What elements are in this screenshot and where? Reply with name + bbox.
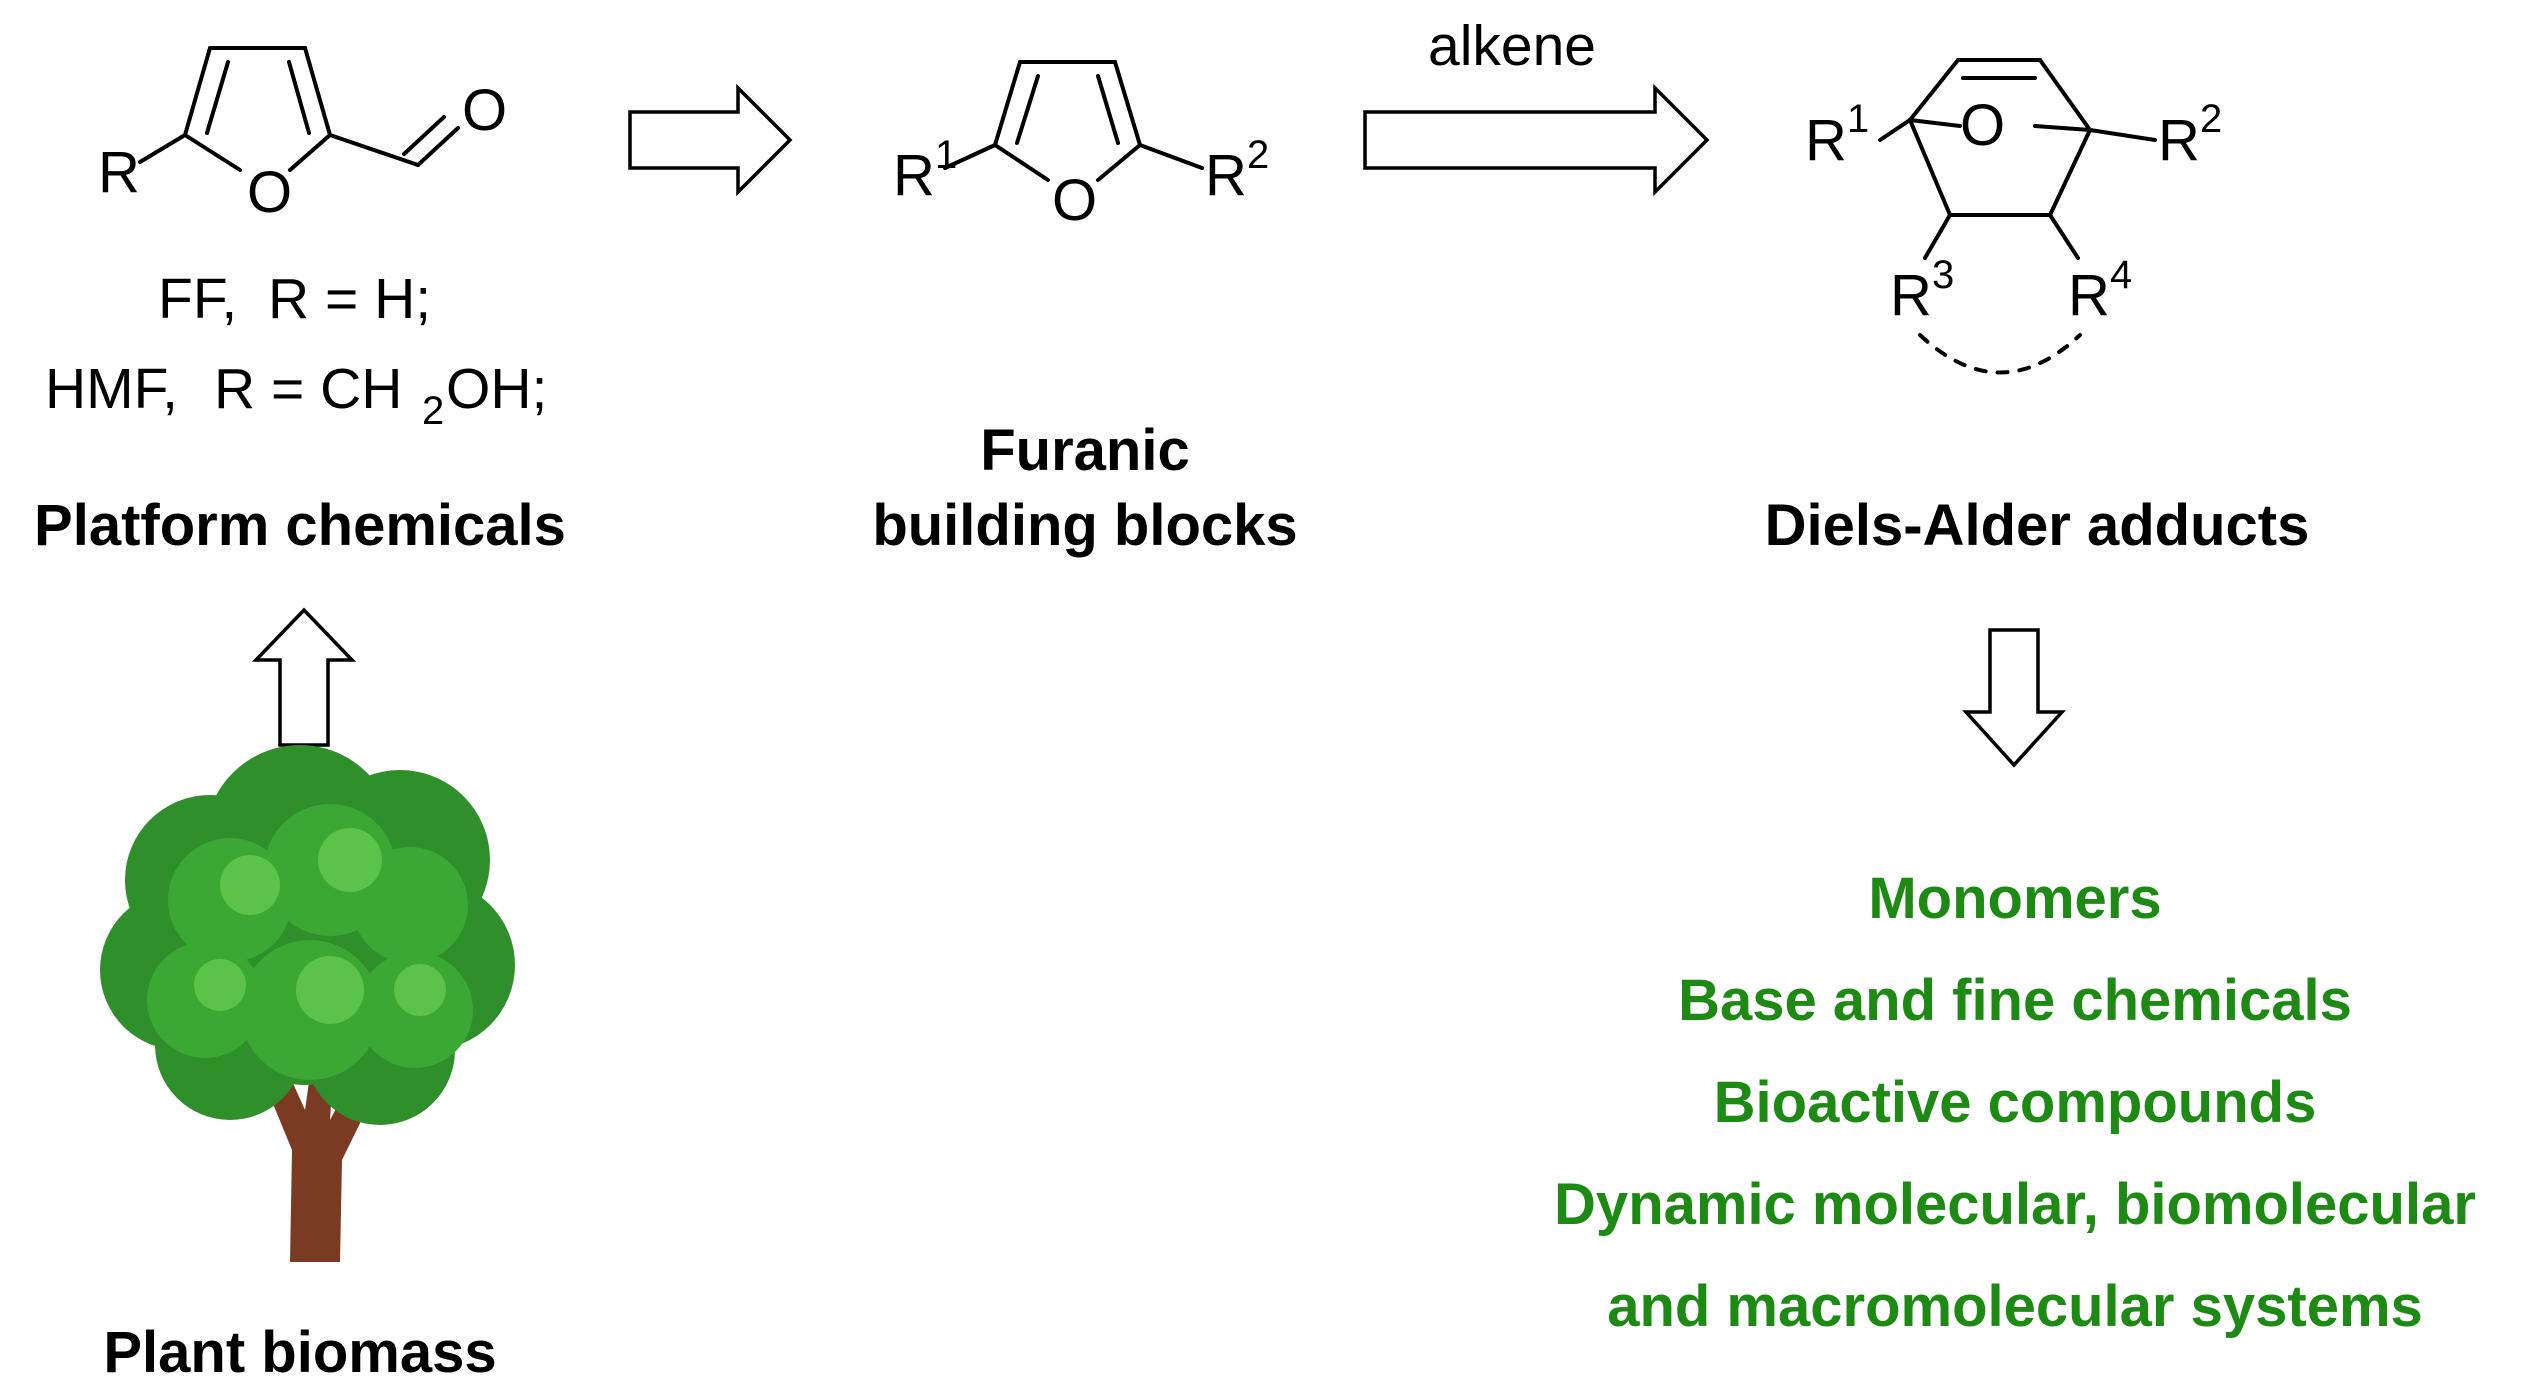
arrow-up-icon: [251, 607, 357, 747]
furanic-bond: [1113, 60, 1142, 147]
adduct-r2-base: R: [2158, 108, 2200, 173]
platform-hmf-rule-a: R = CH: [214, 357, 402, 421]
adduct-ring-closure-dash: [1918, 333, 2082, 375]
platform-co-bond: [416, 126, 460, 167]
adduct-atom-o: O: [1960, 93, 2005, 158]
platform-bond: [183, 46, 212, 137]
applications-list: Monomers Base and fine chemicals Bioacti…: [1554, 866, 2476, 1339]
platform-double-bond: [205, 60, 230, 135]
tree-icon: [100, 745, 515, 1262]
application-item: Monomers: [1868, 866, 2161, 931]
platform-cho-bond: [328, 133, 420, 167]
furanic-r1-bond: [943, 143, 997, 170]
furanic-r2-sup: 2: [1247, 133, 1269, 177]
application-item: Dynamic molecular, biomolecular: [1554, 1172, 2476, 1237]
adduct-r1-sup: 1: [1847, 97, 1869, 141]
furanic-r2-bond: [1138, 143, 1204, 170]
platform-bond: [303, 46, 332, 137]
adduct-o-bridge-bond: [1908, 118, 1962, 128]
adduct-bond: [2038, 58, 2092, 132]
platform-title: Platform chemicals: [34, 493, 566, 558]
furanic-bond: [993, 143, 1050, 182]
adduct-r2-bond: [2088, 128, 2157, 142]
arrow-right-long-icon: [1363, 83, 1710, 197]
arrow-right-icon: [628, 83, 793, 197]
adduct-r3-sup: 3: [1932, 253, 1954, 297]
application-item: Base and fine chemicals: [1678, 968, 2352, 1033]
adduct-r4-sup: 4: [2110, 253, 2132, 297]
furanic-r1-sup: 1: [935, 133, 957, 177]
furanic-atom-o: O: [1052, 168, 1097, 233]
platform-ff-label: FF,: [158, 267, 237, 331]
tree-canopy-light: [194, 828, 446, 1024]
platform-bond: [288, 133, 332, 172]
adduct-r4-bond: [2048, 213, 2080, 260]
biomass-title: Plant biomass: [103, 1320, 496, 1385]
platform-co-double-bond: [402, 115, 446, 156]
adduct-r1-bond: [1878, 118, 1912, 142]
platform-atom-o-carbonyl: O: [462, 78, 507, 143]
furanic-r1-base: R: [893, 143, 935, 208]
adduct-r1-base: R: [1805, 108, 1847, 173]
reaction-reagent-label: alkene: [1428, 14, 1596, 78]
furanic-title-line1: Furanic: [980, 418, 1190, 483]
adduct-bond: [1908, 58, 1960, 122]
adduct-r2-sup: 2: [2200, 97, 2222, 141]
adduct-title: Diels-Alder adducts: [1765, 493, 2310, 558]
furanic-structure: R 1 R 2 O: [893, 60, 1269, 233]
adduct-r3-bond: [1923, 213, 1952, 260]
application-item: Bioactive compounds: [1714, 1070, 2317, 1135]
furanic-bond: [993, 60, 1022, 147]
furanic-double-bond: [1015, 74, 1040, 145]
platform-atom-r: R: [98, 140, 140, 205]
adduct-bond: [2048, 128, 2092, 217]
platform-bond: [183, 133, 242, 172]
application-item: and macromolecular systems: [1607, 1274, 2423, 1339]
furanic-title-line2: building blocks: [872, 493, 1297, 558]
arrow-down-icon: [1962, 628, 2066, 768]
platform-r-bond: [138, 133, 187, 164]
furanic-double-bond: [1096, 74, 1120, 145]
furanic-bond: [1096, 143, 1142, 182]
adduct-r3-base: R: [1890, 263, 1932, 328]
adduct-o-bridge-bond: [2033, 124, 2092, 132]
platform-double-bond: [287, 60, 311, 135]
platform-ff-rule: R = H;: [268, 267, 431, 331]
furanic-r2-base: R: [1205, 143, 1247, 208]
adduct-r4-base: R: [2068, 263, 2110, 328]
adduct-structure: R 1 O R 2 R 3 R 4: [1805, 58, 2222, 375]
platform-hmf-rule-b: OH;: [446, 357, 547, 421]
adduct-bond: [1908, 118, 1952, 217]
platform-atom-o-ring: O: [247, 160, 292, 225]
platform-hmf-label: HMF,: [45, 357, 178, 421]
platform-hmf-subscript: 2: [422, 389, 444, 433]
platform-structure: R O O: [98, 46, 507, 225]
